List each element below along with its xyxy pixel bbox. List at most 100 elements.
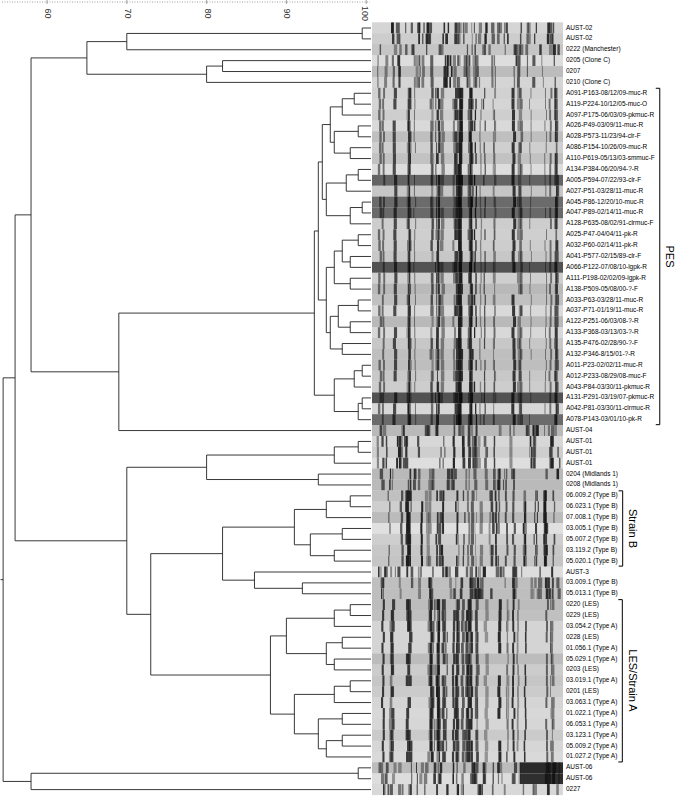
gel-band [533, 425, 536, 436]
gel-band [493, 273, 494, 284]
gel-band [456, 610, 459, 621]
gel-band [378, 229, 380, 240]
gel-band [554, 99, 556, 110]
gel-band [431, 251, 433, 262]
gel-band [468, 621, 471, 632]
gel-band [408, 120, 411, 131]
gel-band [435, 392, 437, 403]
gel-band [454, 425, 456, 436]
gel-band [408, 349, 410, 360]
gel-band [406, 599, 409, 610]
gel-band [548, 577, 550, 588]
gel-band [481, 229, 482, 240]
gel-band [394, 284, 397, 295]
gel-band [470, 295, 473, 306]
gel-band [469, 273, 472, 284]
gel-band [455, 567, 458, 578]
gel-band [529, 240, 531, 251]
gel-band [468, 534, 470, 545]
gel-band [498, 490, 500, 501]
gel-band [471, 142, 472, 153]
gel-band [499, 501, 501, 512]
gel-band [507, 610, 508, 621]
gel-band [458, 229, 461, 240]
gel-band [469, 382, 472, 393]
gel-lane [372, 501, 563, 512]
gel-lane [372, 186, 563, 197]
gel-band [471, 523, 474, 534]
gel-band [438, 284, 440, 295]
gel-band [435, 262, 437, 273]
gel-band [457, 621, 460, 632]
gel-lane [372, 414, 563, 425]
dendrogram-branch [31, 371, 119, 372]
gel-band [436, 316, 438, 327]
gel-band [530, 436, 532, 447]
gel-band [445, 567, 448, 578]
scale-tick [126, 0, 127, 4]
gel-band [436, 425, 439, 436]
gel-band [475, 142, 476, 153]
dendrogram-branch [151, 675, 271, 676]
gel-band [409, 88, 411, 99]
gel-band [383, 425, 386, 436]
gel-band [459, 120, 462, 131]
gel-band [379, 131, 381, 142]
gel-band [414, 338, 416, 349]
dendrogram-branch [342, 648, 371, 649]
dendrogram-branch [358, 234, 371, 235]
gel-band [493, 153, 495, 164]
dendrogram-branch [342, 343, 371, 344]
gel-band [513, 240, 516, 251]
gel-lane [372, 262, 563, 273]
dendrogram-branch [334, 686, 350, 687]
gel-band [463, 458, 466, 469]
gel-band [413, 186, 415, 197]
gel-band [512, 175, 515, 186]
gel-band [468, 295, 471, 306]
gel-band [473, 66, 476, 77]
gel-lane [372, 480, 563, 491]
gel-band [381, 436, 383, 447]
gel-band [549, 327, 551, 338]
gel-band [477, 577, 479, 588]
gel-band [469, 240, 472, 251]
gel-band [383, 360, 385, 371]
gel-band [556, 240, 558, 251]
gel-band [555, 262, 557, 273]
gel-band [485, 610, 488, 621]
gel-band [469, 88, 472, 99]
dendrogram-branch [318, 484, 371, 485]
gel-lane [372, 447, 563, 458]
dendrogram-branch [350, 604, 371, 605]
gel-band [476, 610, 477, 621]
gel-band [456, 284, 459, 295]
gel-band [527, 23, 529, 34]
gel-band [535, 523, 536, 534]
gel-band [545, 469, 547, 480]
gel-band [494, 251, 496, 262]
gel-band [411, 23, 413, 34]
gel-band [453, 360, 455, 371]
gel-band [437, 349, 439, 360]
gel-band [408, 414, 410, 425]
gel-band [438, 142, 440, 153]
gel-band [459, 392, 462, 403]
gel-band [494, 371, 496, 382]
gel-band [505, 490, 507, 501]
gel-band [498, 512, 500, 523]
gel-band [456, 523, 458, 534]
dendrogram-branch [350, 223, 371, 224]
gel-band [493, 295, 495, 306]
gel-band [409, 208, 412, 219]
gel-band [470, 392, 472, 403]
gel-band [470, 284, 473, 295]
gel-band [544, 556, 547, 567]
gel-band [470, 142, 472, 153]
dendrogram-branch [302, 582, 371, 583]
gel-band [470, 218, 472, 229]
gel-band [512, 120, 515, 131]
gel-band [407, 262, 410, 273]
gel-band [442, 523, 444, 534]
gel-band [397, 33, 400, 44]
